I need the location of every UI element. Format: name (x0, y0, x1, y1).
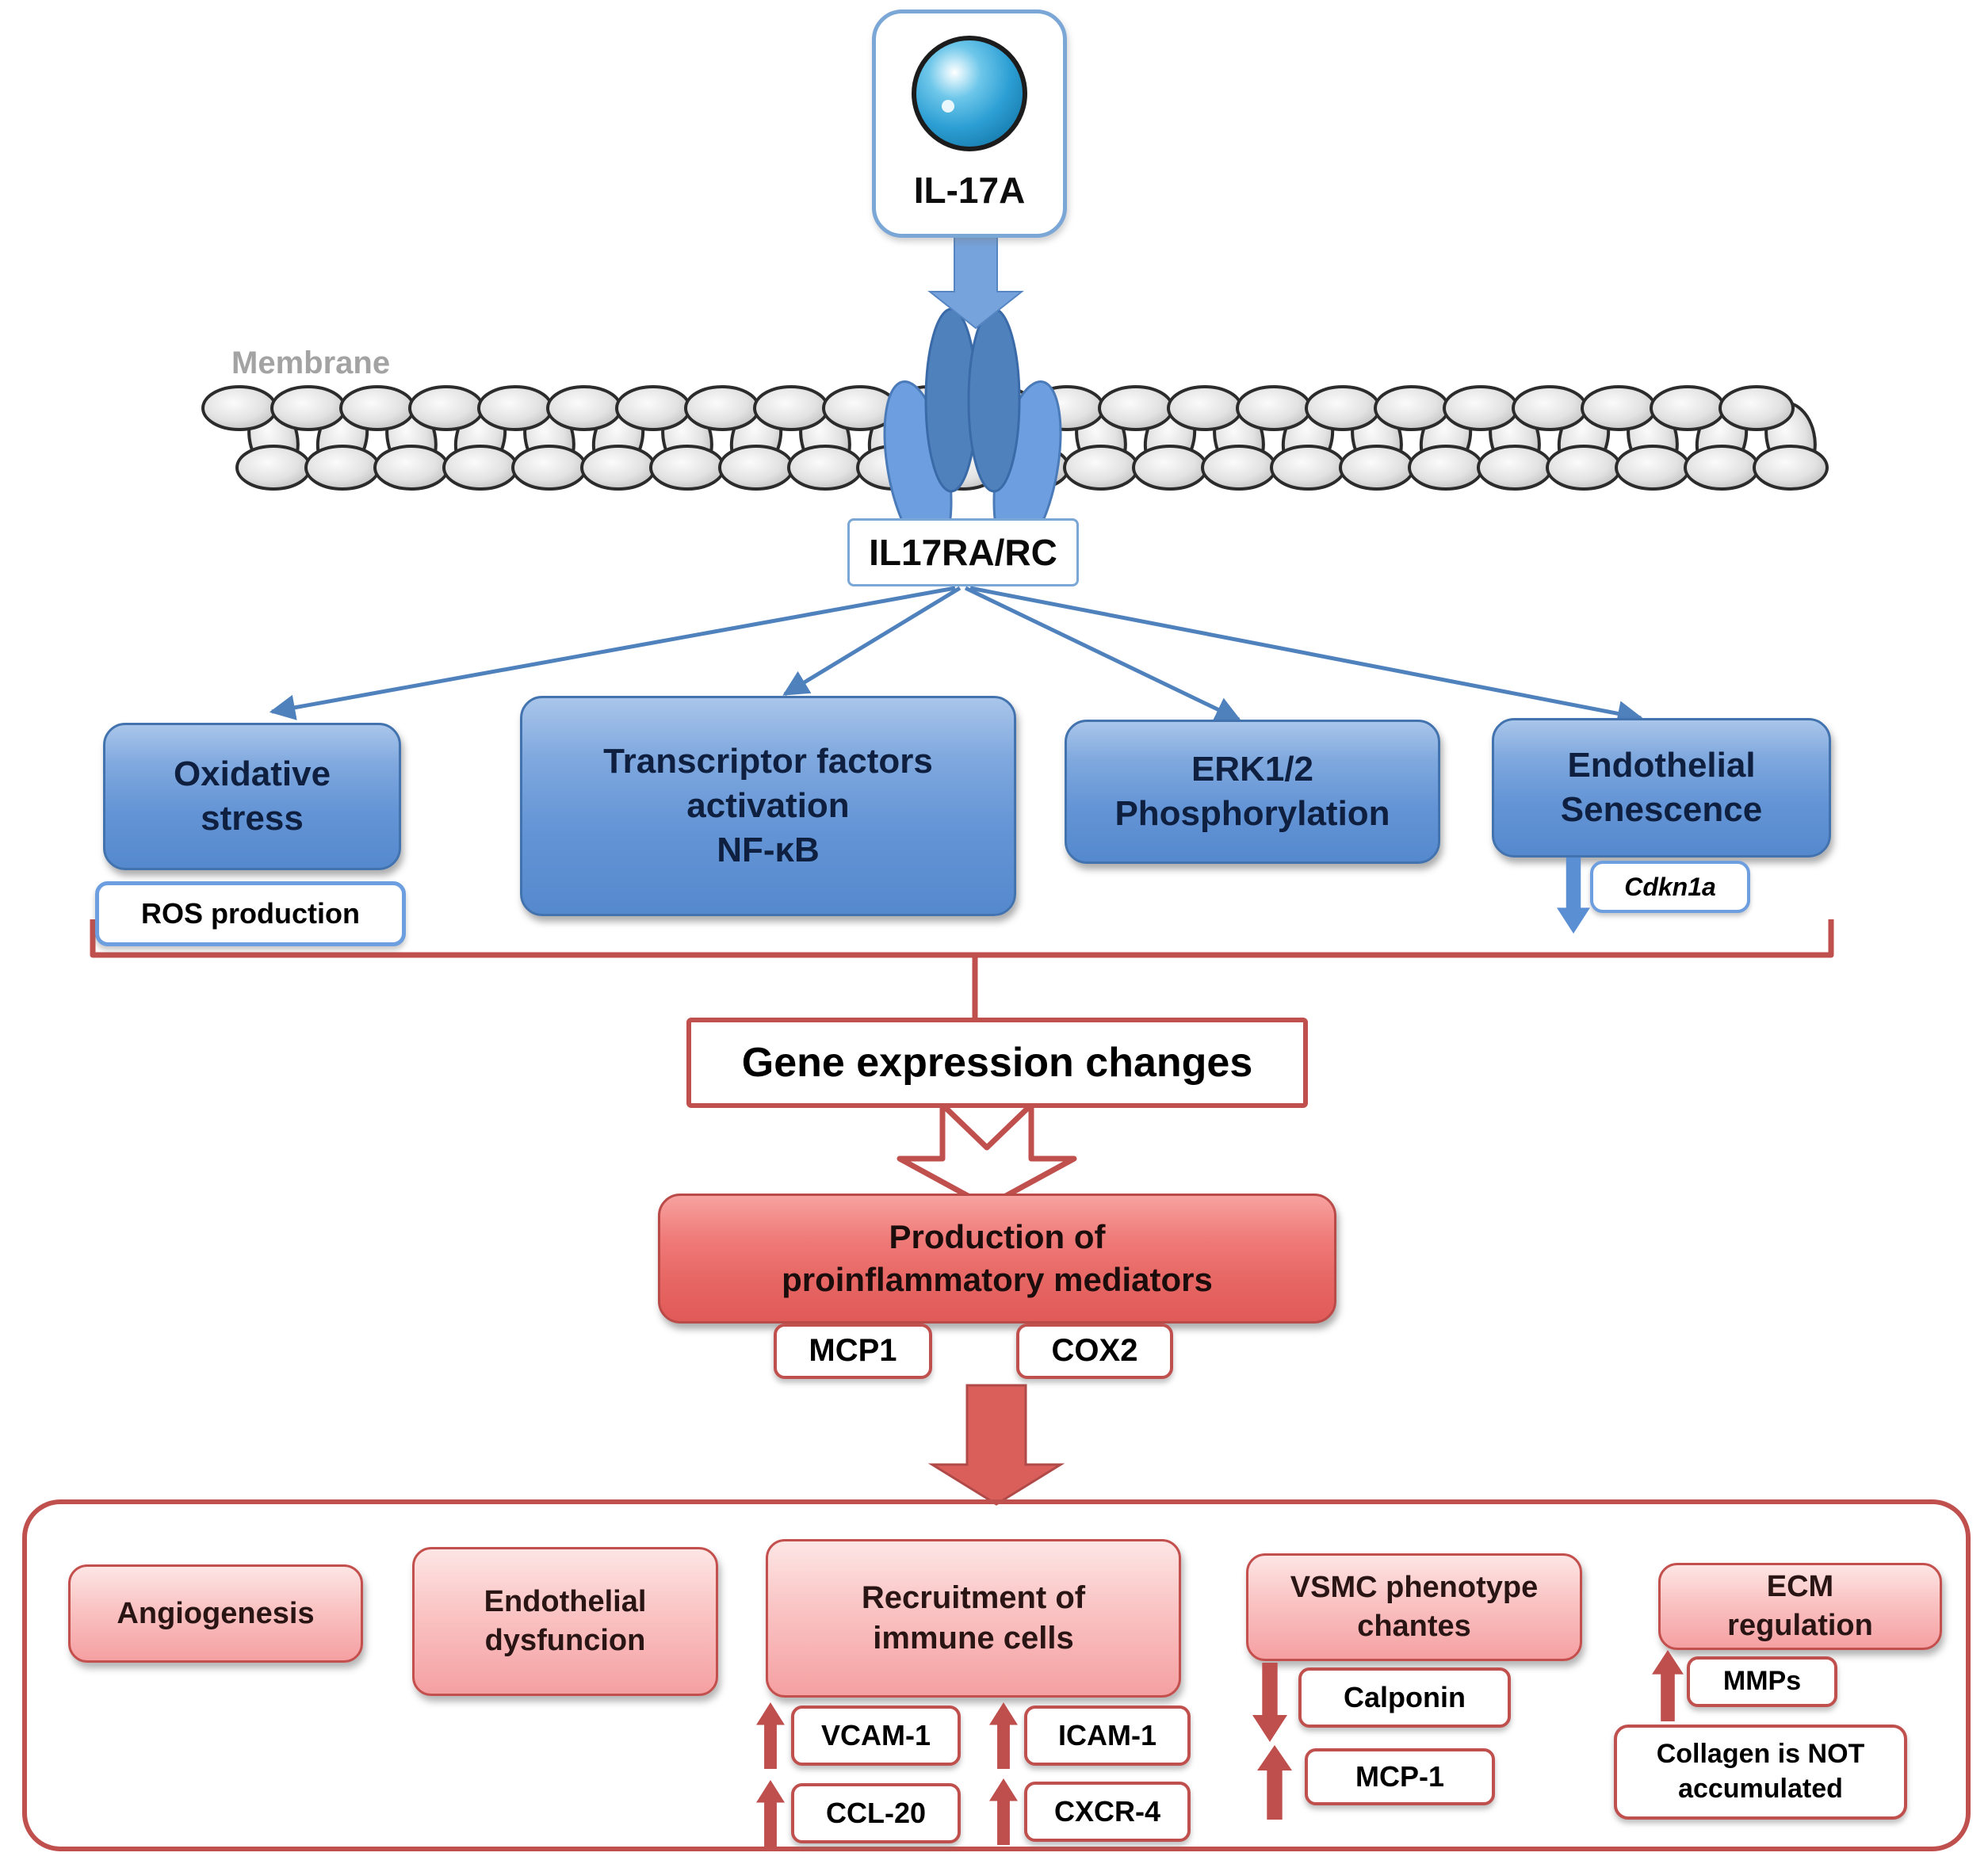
il17a-molecule-icon (912, 36, 1027, 151)
ecm-regulation-box: ECM regulation (1658, 1563, 1942, 1650)
production-box: Production of proinflammatory mediators (658, 1194, 1336, 1324)
vcam1-box: VCAM-1 (791, 1705, 961, 1766)
receptor-signal-arrows (269, 586, 1644, 727)
mcp1-mediator-box: MCP1 (774, 1324, 932, 1379)
membrane-label: Membrane (231, 346, 391, 380)
ccl20-box: CCL-20 (791, 1783, 961, 1843)
cox2-mediator-box: COX2 (1016, 1324, 1173, 1379)
calponin-box: Calponin (1298, 1667, 1511, 1728)
cxcr4-box: CXCR-4 (1024, 1782, 1191, 1842)
il17-receptor (883, 307, 1062, 556)
recruitment-immune-cells-box: Recruitment of immune cells (766, 1539, 1181, 1698)
ros-production-box: ROS production (95, 881, 406, 946)
endothelial-senescence-box: Endothelial Senescence (1492, 718, 1831, 858)
cdkn1a-box: Cdkn1a (1590, 861, 1750, 913)
receptor-label-box: IL17RA/RC (847, 518, 1079, 586)
endothelial-dysfunction-box: Endothelial dysfuncion (412, 1547, 718, 1696)
vsmc-phenotype-box: VSMC phenotype chantes (1246, 1553, 1582, 1661)
outcomes-panel (22, 1499, 1971, 1851)
angiogenesis-box: Angiogenesis (68, 1564, 363, 1663)
oxidative-stress-box: Oxidative stress (103, 723, 401, 870)
gene-to-production-arrow (897, 1102, 1077, 1209)
ligand-card: IL-17A (872, 10, 1067, 238)
icam1-box: ICAM-1 (1024, 1705, 1191, 1766)
summary-bracket (90, 919, 1834, 1021)
mediators-to-outcomes-arrow (927, 1384, 1065, 1506)
mmps-box: MMPs (1687, 1656, 1837, 1707)
gene-expression-box: Gene expression changes (686, 1018, 1308, 1108)
transcription-factors-box: Transcriptor factors activation NF-κB (520, 696, 1016, 916)
ligand-label: IL-17A (913, 170, 1026, 211)
ligand-to-receptor-arrow (927, 234, 1024, 330)
collagen-box: Collagen is NOT accumulated (1614, 1725, 1907, 1820)
mcp1-vsmc-box: MCP-1 (1305, 1748, 1495, 1805)
erk-phosphorylation-box: ERK1/2 Phosphorylation (1065, 720, 1440, 864)
